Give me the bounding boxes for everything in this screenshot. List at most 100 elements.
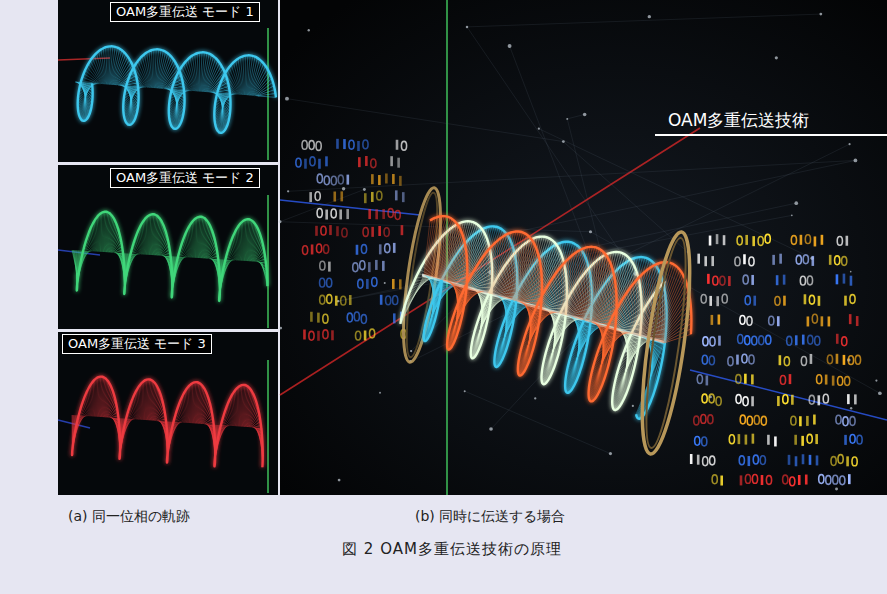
star-dot (279, 220, 282, 223)
bit-zero (833, 475, 838, 484)
bit-one (396, 140, 399, 150)
bit-one (368, 262, 371, 272)
network-line (280, 189, 364, 221)
bit-one (375, 209, 378, 219)
bit-one (716, 234, 719, 244)
bit-one (366, 279, 369, 289)
bit-one (365, 156, 368, 166)
helix-curve (78, 46, 276, 133)
bit-zero (377, 191, 382, 200)
bit-zero (302, 140, 307, 149)
helix-sheet (109, 412, 117, 418)
helix-sheet (446, 273, 468, 281)
network-line (287, 99, 563, 142)
bit-one (751, 396, 754, 406)
bit-zero (296, 158, 301, 167)
helix-sheet (153, 397, 161, 421)
helix-sheet (242, 221, 243, 260)
bit-one (397, 158, 400, 168)
bit-one (379, 244, 382, 254)
helix-sheet (254, 78, 271, 95)
bit-one (392, 174, 395, 184)
star-dot (794, 201, 798, 205)
bit-one (709, 296, 712, 306)
helix-sheet (582, 265, 611, 320)
star-dot (875, 379, 877, 381)
bit-zero (342, 228, 347, 237)
helix-sheet (516, 279, 542, 301)
helix-sheet (256, 255, 265, 262)
helix-sheet (151, 50, 153, 88)
bit-zero (737, 236, 742, 245)
bit-zero (819, 475, 824, 484)
bit-zero (791, 236, 796, 245)
helix-sheet (100, 214, 101, 252)
bit-one (779, 254, 782, 264)
bit-zero (749, 355, 754, 364)
helix-sheet (253, 426, 262, 428)
bit-zero (855, 355, 860, 364)
bit-zero (703, 457, 708, 466)
helix-sheet (544, 291, 560, 313)
helix-sheet (254, 243, 263, 261)
bit-zero (324, 176, 329, 185)
bit-one (821, 235, 824, 245)
bit-zero (720, 276, 725, 285)
bit-one (347, 175, 350, 185)
bit-zero (807, 434, 812, 443)
star-dot (566, 118, 568, 120)
bit-one (807, 316, 810, 326)
bit-zero (358, 279, 363, 288)
star-dot (850, 271, 852, 273)
helix-sheet (99, 215, 100, 252)
bit-zero (347, 313, 352, 322)
helix-sheet (241, 223, 242, 261)
bit-zero (784, 357, 789, 366)
bit-one (795, 335, 798, 345)
bit-zero (309, 331, 314, 340)
mode-panel (58, 332, 278, 495)
bit-one (738, 434, 741, 444)
helix-sheet (533, 312, 556, 313)
helix-sheet (106, 397, 114, 417)
bit-one (802, 454, 805, 464)
bit-zero (736, 375, 741, 384)
helix-sheet (106, 47, 108, 84)
star-dot (835, 488, 838, 491)
bit-zero (327, 295, 332, 304)
helix-sheet (161, 249, 169, 256)
bit-zero (728, 357, 733, 366)
axis-line (610, 128, 700, 185)
bit-one (813, 415, 816, 425)
bit-zero (848, 356, 853, 365)
star-dot (583, 113, 587, 117)
bit-zero (385, 244, 390, 253)
bit-zero (317, 209, 322, 218)
helix-sheet (542, 296, 559, 314)
helix-sheet (257, 90, 275, 96)
helix-sheet (585, 276, 614, 321)
bit-one (854, 394, 857, 404)
helix-sheet (146, 218, 147, 255)
bit-one (711, 256, 714, 266)
bit-one (728, 276, 731, 286)
network-line (510, 46, 626, 351)
bit-one (393, 313, 396, 323)
bit-one (800, 235, 803, 245)
bit-zero (370, 329, 375, 338)
bit-zero (710, 337, 715, 346)
helix-sheet (508, 242, 533, 298)
bit-zero (372, 278, 377, 287)
bit-zero (787, 336, 792, 345)
bit-zero (710, 456, 715, 465)
helix-sheet (473, 297, 500, 338)
bit-one (356, 245, 359, 255)
helix-sheet (514, 270, 541, 300)
helix-sheet (206, 240, 215, 258)
network-line (563, 142, 687, 252)
bit-one (704, 256, 707, 266)
bit-zero (809, 395, 814, 404)
helix-sheet (111, 235, 119, 253)
star-dot (854, 159, 858, 163)
bit-one (774, 436, 777, 446)
